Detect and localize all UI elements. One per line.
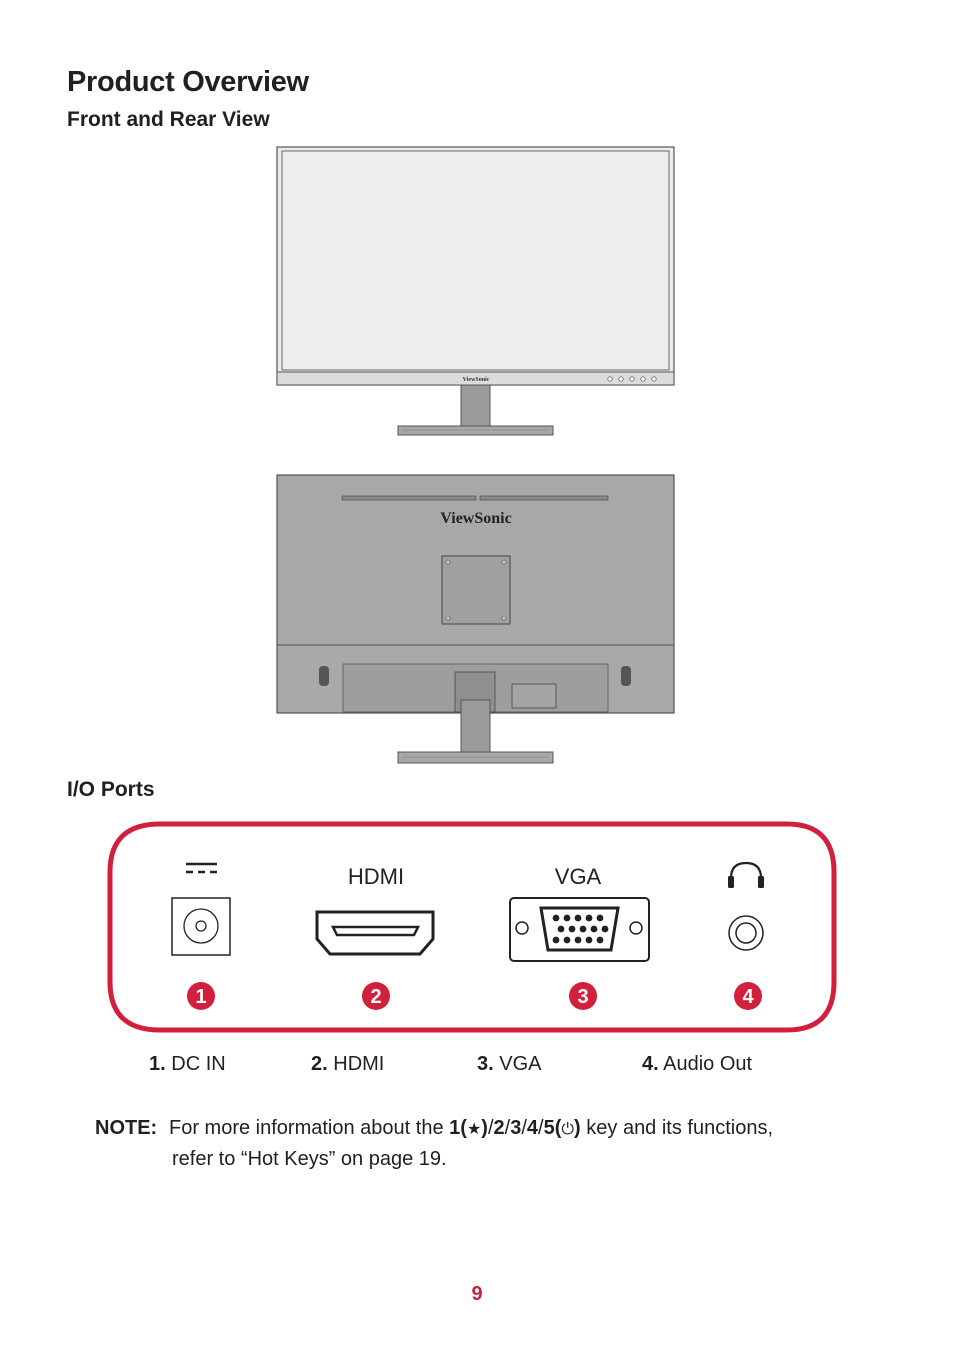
section-heading-io-ports: I/O Ports <box>67 778 155 801</box>
svg-text:4: 4 <box>742 986 754 1008</box>
hdmi-port-text: HDMI <box>348 864 404 889</box>
front-buttons-icon <box>607 376 657 382</box>
svg-text:2: 2 <box>370 986 381 1008</box>
dc-in-port <box>171 862 231 956</box>
port-label-hdmi: 2. HDMI <box>311 1053 385 1075</box>
page-title: Product Overview <box>67 66 309 98</box>
rear-brand-text: ViewSonic <box>440 510 511 527</box>
note-line-2: refer to “Hot Keys” on page 19. <box>172 1148 447 1170</box>
note-label: NOTE: <box>95 1117 158 1139</box>
marker-1: 1 <box>187 982 215 1010</box>
power-icon: ⏻ <box>561 1119 575 1138</box>
vga-port-text: VGA <box>555 864 602 889</box>
hdmi-port: HDMI <box>315 864 435 956</box>
headphones-icon <box>728 861 764 888</box>
star-icon: ★ <box>466 1119 482 1138</box>
note-block: NOTE:For more information about the 1(★)… <box>95 1113 885 1174</box>
front-brand-text: ViewSonic <box>463 377 490 383</box>
monitor-front-illustration: ViewSonic <box>276 146 675 436</box>
vga-port: VGA <box>509 864 650 962</box>
svg-text:3: 3 <box>577 986 588 1008</box>
port-label-dc-in: 1. DC IN <box>149 1053 226 1075</box>
monitor-rear-illustration: ViewSonic <box>276 474 675 764</box>
page-number: 9 <box>471 1283 483 1305</box>
port-label-audio-out: 4. Audio Out <box>642 1053 753 1075</box>
audio-out-port <box>728 861 764 951</box>
marker-3: 3 <box>569 982 597 1010</box>
marker-4: 4 <box>734 982 762 1010</box>
port-label-vga: 3. VGA <box>477 1053 542 1075</box>
svg-text:1: 1 <box>195 986 206 1008</box>
section-heading-front-rear: Front and Rear View <box>67 108 270 131</box>
io-panel: HDMI VGA <box>107 821 837 1033</box>
marker-2: 2 <box>362 982 390 1010</box>
